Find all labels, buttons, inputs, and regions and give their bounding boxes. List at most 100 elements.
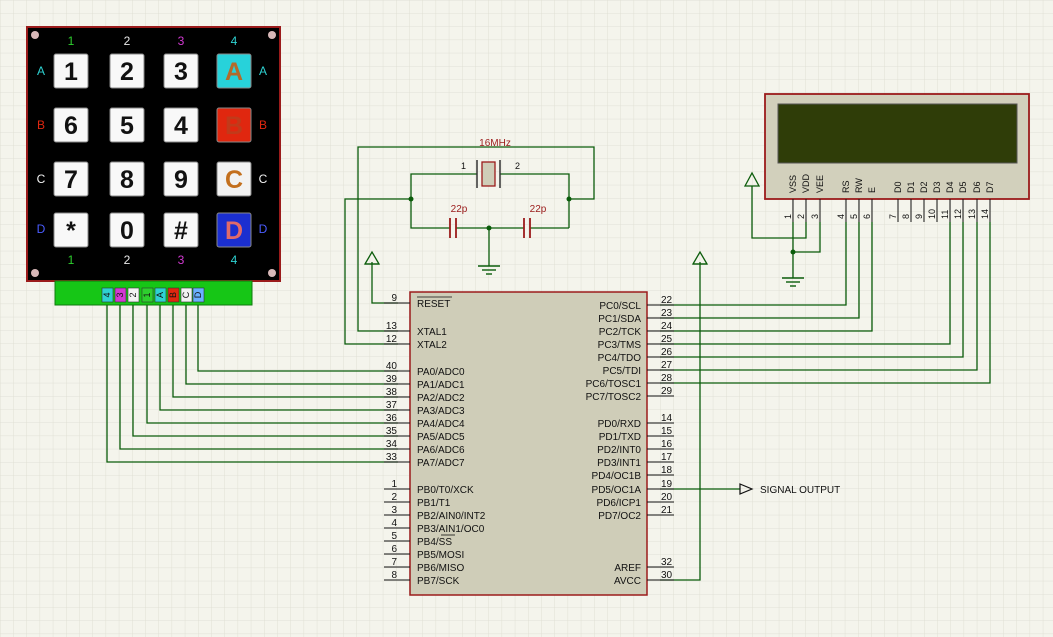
- lcd-pin-name: VDD: [801, 173, 811, 193]
- mcu-pin-name: RESET: [417, 299, 450, 310]
- keypad-key[interactable]: 3: [163, 53, 199, 89]
- lcd-pin-name: D6: [972, 181, 982, 193]
- keypad-screw: [268, 31, 276, 39]
- wire-pa5: [132, 305, 398, 437]
- keypad-key-face: [163, 212, 199, 248]
- keypad-key[interactable]: 0: [109, 212, 145, 248]
- keypad-key[interactable]: #: [163, 212, 199, 248]
- connector-pin-box: [114, 287, 127, 303]
- mcu-left-pins: 9RESET13XTAL112XTAL240PA0/ADC039PA1/ADC1…: [384, 293, 486, 587]
- lcd-pin-number: 9: [914, 214, 924, 219]
- mcu-pin-number: 3: [391, 505, 397, 516]
- mcu-pin-number: 25: [661, 334, 673, 345]
- keypad-key[interactable]: B: [216, 107, 252, 143]
- lcd-pin-name: D1: [906, 181, 916, 193]
- mcu-pin-name: PD5/OC1A: [592, 485, 642, 496]
- wire-cap-left: [410, 199, 450, 229]
- signal-output-arrow: [739, 483, 754, 495]
- keypad-key[interactable]: 8: [109, 161, 145, 197]
- mcu-pin-number: 7: [391, 557, 397, 568]
- junction-dot: [566, 196, 572, 202]
- keypad-col-label-bottom: 1: [68, 253, 75, 267]
- keypad-key-face: [216, 212, 252, 248]
- keypad-key-face: [109, 107, 145, 143]
- keypad-key[interactable]: 7: [53, 161, 89, 197]
- mcu-pin-name: PC6/TOSC1: [586, 379, 642, 390]
- lcd-pin-name: VEE: [815, 175, 825, 193]
- keypad-key-label: A: [225, 58, 243, 86]
- mcu-pin-name: XTAL1: [417, 327, 447, 338]
- keypad-key[interactable]: 1: [53, 53, 89, 89]
- keypad-key[interactable]: D: [216, 212, 252, 248]
- keypad-key[interactable]: 4: [163, 107, 199, 143]
- mcu-body: [409, 291, 648, 596]
- keypad-key[interactable]: 9: [163, 161, 199, 197]
- lcd-pin-name: D2: [919, 181, 929, 193]
- keypad-key[interactable]: *: [53, 212, 89, 248]
- wire-lcd-rw: [660, 222, 860, 319]
- mcu-pin-number: 9: [391, 293, 397, 304]
- wire-crystal-right: [500, 173, 570, 228]
- keypad-row-label-right: A: [259, 64, 267, 78]
- signal-output-terminal[interactable]: SIGNAL OUTPUT: [739, 483, 840, 496]
- wires: [106, 146, 991, 581]
- microcontroller[interactable]: 9RESET13XTAL112XTAL240PA0/ADC039PA1/ADC1…: [384, 291, 674, 596]
- capacitor-2[interactable]: 22p: [523, 204, 547, 238]
- keypad-row-label-right: D: [259, 222, 268, 236]
- mcu-pin-name: PD3/INT1: [597, 458, 641, 469]
- mcu-pin-name: PD1/TXD: [599, 432, 641, 443]
- lcd-pin-number: 7: [888, 214, 898, 219]
- mcu-pin-number: 2: [391, 492, 397, 503]
- mcu-pin-name: PD6/ICP1: [597, 498, 642, 509]
- keypad-key-label: 1: [64, 58, 78, 86]
- keypad-key[interactable]: A: [216, 53, 252, 89]
- lcd-pin-name: E: [867, 187, 877, 193]
- capacitor-1[interactable]: 22p: [449, 204, 468, 238]
- mcu-pin-name: XTAL2: [417, 340, 447, 351]
- keypad-key[interactable]: 6: [53, 107, 89, 143]
- mcu-pin-name: PB6/MISO: [417, 563, 464, 574]
- mcu-pin-number: 37: [386, 400, 398, 411]
- lcd-pin-number: 11: [940, 210, 950, 219]
- mcu-pin-number: 4: [391, 518, 397, 529]
- mcu-pin-name: PB0/T0/XCK: [417, 485, 474, 496]
- mcu-pin-number: 38: [386, 387, 398, 398]
- lcd-pin-name: D3: [932, 181, 942, 193]
- crystal-oscillator[interactable]: 16MHz 1 2: [461, 138, 520, 188]
- keypad-key[interactable]: 2: [109, 53, 145, 89]
- mcu-pin-number: 5: [391, 531, 397, 542]
- keypad-key-label: 6: [64, 112, 78, 140]
- keypad-key-label: 5: [120, 112, 134, 140]
- lcd-pin-number: 13: [967, 209, 977, 219]
- keypad-key-face: [163, 53, 199, 89]
- power-arrow-avcc: [691, 250, 709, 265]
- mcu-pin-name: PC4/TDO: [598, 353, 642, 364]
- lcd-display[interactable]: VSS1VDD2VEE3RS4RW5E6D07D18D29D310D411D51…: [764, 93, 1030, 222]
- mcu-pin-number: 35: [386, 426, 398, 437]
- connector-pin-box: [127, 287, 140, 303]
- keypad-col-label: 1: [68, 34, 75, 48]
- keypad-key[interactable]: 5: [109, 107, 145, 143]
- mcu-pin-name: PA0/ADC0: [417, 367, 465, 378]
- junction-dot: [408, 196, 414, 202]
- mcu-pin-number: 23: [661, 308, 673, 319]
- keypad-key-label: 4: [174, 112, 188, 140]
- lcd-pin-number: 12: [953, 209, 963, 219]
- crystal-body: [481, 161, 496, 187]
- wire-pa2: [172, 305, 398, 398]
- keypad-key-face: [109, 212, 145, 248]
- mcu-pin-name: PA1/ADC1: [417, 380, 465, 391]
- mcu-pin-number: 26: [661, 347, 673, 358]
- mcu-pin-number: 36: [386, 413, 398, 424]
- mcu-pin-number: 34: [386, 439, 398, 450]
- mcu-pin-number: 30: [661, 570, 673, 581]
- mcu-pin-name: PD4/OC1B: [592, 471, 642, 482]
- keypad-key[interactable]: C: [216, 161, 252, 197]
- mcu-pin-number: 39: [386, 374, 398, 385]
- lcd-pin-number: 8: [901, 214, 911, 219]
- mcu-pin-name: PD2/INT0: [597, 445, 641, 456]
- keypad-key-face: [53, 161, 89, 197]
